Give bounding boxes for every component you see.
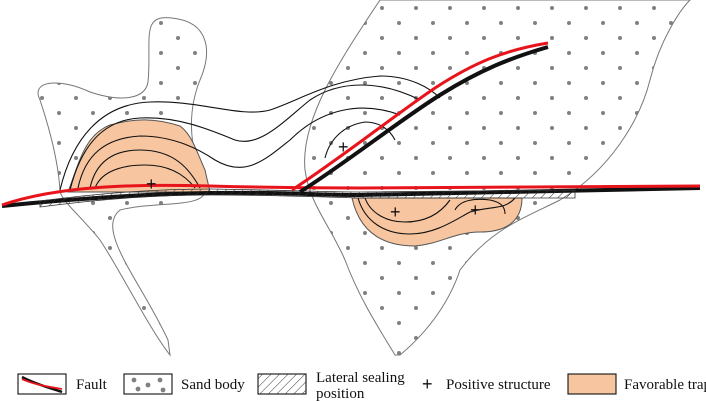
fault-branch <box>291 41 549 194</box>
legend-sand-body: Sand body <box>123 373 245 395</box>
legend-lateral-sealing-line1: Lateral sealing <box>316 370 405 386</box>
legend-fault: Fault <box>17 373 108 395</box>
legend-favorable-trap: Favorable trap <box>567 373 706 395</box>
legend: Fault Sand body Lateral sealing position… <box>17 370 706 401</box>
legend-fault-label: Fault <box>76 377 108 393</box>
fault-main <box>1 183 701 208</box>
legend-lateral-sealing: Lateral sealing position <box>257 370 405 401</box>
legend-favorable-trap-label: Favorable trap <box>624 377 706 393</box>
positive-structure-symbols: + + + + <box>146 137 481 222</box>
legend-lateral-sealing-line2: position <box>316 386 365 401</box>
legend-positive-structure-label: Positive structure <box>446 377 551 393</box>
positive-structure-icon-4: + <box>470 200 481 220</box>
legend-sand-body-label: Sand body <box>181 377 245 393</box>
positive-structure-icon-2: + <box>338 137 349 157</box>
sand-body-right <box>304 0 691 356</box>
favorable-trap-left <box>67 119 211 193</box>
positive-structure-icon-3: + <box>390 202 401 222</box>
legend-positive-structure-icon: + <box>422 374 433 394</box>
legend-positive-structure: + Positive structure <box>422 374 551 394</box>
positive-structure-icon-1: + <box>146 174 157 194</box>
